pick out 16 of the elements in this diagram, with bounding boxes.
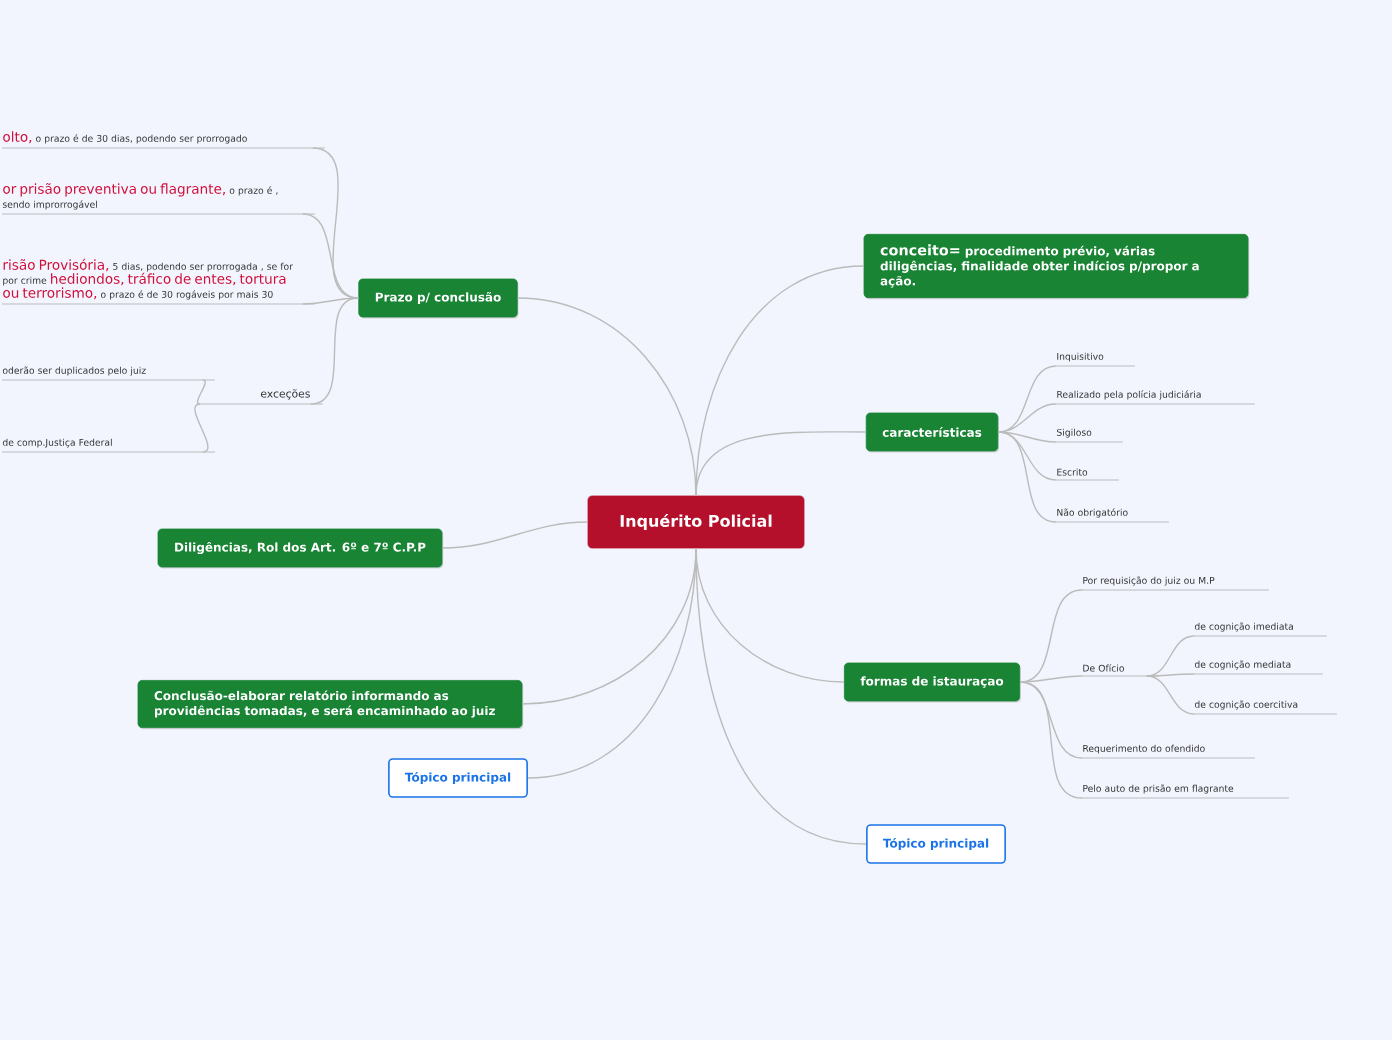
connector-line xyxy=(310,297,360,405)
connector-line xyxy=(1146,673,1195,677)
connector-line xyxy=(695,431,867,497)
connector-line xyxy=(997,431,1057,443)
connector-line xyxy=(441,521,589,549)
connector-line xyxy=(196,379,206,405)
connector-line xyxy=(302,297,360,305)
connector-line xyxy=(1019,681,1083,799)
connector-line xyxy=(1146,675,1195,715)
central-topic-box: Inquérito Policial xyxy=(587,495,805,549)
connector-line xyxy=(997,431,1057,523)
connector-line xyxy=(997,403,1057,433)
connector-line xyxy=(1146,635,1195,677)
connector-line xyxy=(194,403,209,453)
connector-line xyxy=(695,547,867,845)
connector-line xyxy=(1019,675,1083,683)
